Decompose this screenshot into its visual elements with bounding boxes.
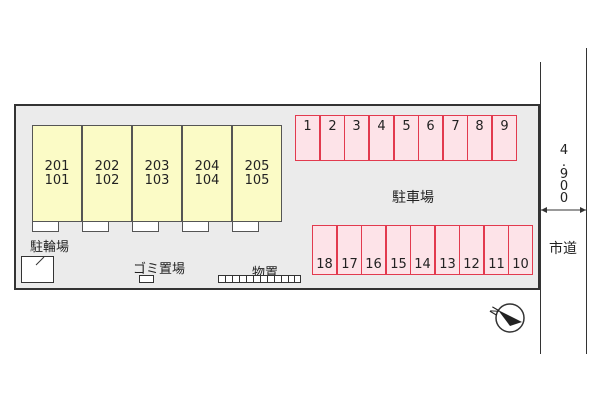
road-width-digit: 4	[559, 143, 569, 158]
parking-stall: 18	[312, 225, 337, 275]
unit-label-lower: 102	[94, 172, 120, 188]
road-width-label: 4 . 9 0 0	[558, 143, 570, 206]
unit-label-lower: 104	[194, 172, 220, 188]
unit-label-upper: 203	[144, 158, 170, 174]
unit-201-101: 201 101	[32, 125, 82, 222]
parking-stall: 5	[394, 115, 419, 161]
parking-stall: 4	[369, 115, 394, 161]
unit-label-lower: 101	[44, 172, 70, 188]
unit-label-upper: 201	[44, 158, 70, 174]
storage-sheds	[218, 275, 301, 283]
garbage-area-label: ゴミ置場	[133, 262, 186, 277]
road-width-digit: 9	[559, 167, 569, 182]
unit-label-lower: 103	[144, 172, 170, 188]
entrance-step	[182, 221, 209, 232]
parking-stall: 9	[492, 115, 517, 161]
parking-stall: 6	[418, 115, 443, 161]
unit-label-upper: 205	[244, 158, 270, 174]
parking-stall: 15	[386, 225, 411, 275]
unit-203-103: 203 103	[132, 125, 182, 222]
unit-label-upper: 202	[94, 158, 120, 174]
road-width-dimension	[541, 207, 586, 213]
parking-stall: 16	[361, 225, 386, 275]
entrance-step	[32, 221, 59, 232]
parking-lot-label: 駐車場	[392, 190, 434, 206]
city-road-label: 市道	[549, 241, 577, 257]
entrance-step	[132, 221, 159, 232]
road-width-digit: 0	[559, 179, 569, 194]
north-arrow-icon: N	[488, 303, 525, 333]
parking-stall: 7	[443, 115, 468, 161]
parking-stall: 12	[459, 225, 484, 275]
entrance-step	[82, 221, 109, 232]
unit-label-upper: 204	[194, 158, 220, 174]
unit-205-105: 205 105	[232, 125, 282, 222]
bicycle-parking-label: 駐輪場	[30, 240, 70, 255]
parking-stall: 1	[295, 115, 320, 161]
road-edge-right	[586, 48, 587, 354]
unit-202-102: 202 102	[82, 125, 132, 222]
parking-stall: 3	[344, 115, 369, 161]
parking-stall: 8	[467, 115, 492, 161]
bicycle-shed-diagonal	[35, 257, 45, 266]
unit-label-lower: 105	[244, 172, 270, 188]
road-width-digit: .	[561, 155, 567, 170]
parking-stall: 17	[337, 225, 362, 275]
road-edge-left	[540, 62, 541, 354]
parking-stall: 11	[484, 225, 509, 275]
parking-stall: 10	[508, 225, 533, 275]
unit-204-104: 204 104	[182, 125, 232, 222]
parking-stall: 13	[435, 225, 460, 275]
parking-stall: 14	[410, 225, 435, 275]
garbage-area-box	[139, 275, 154, 283]
bicycle-parking-shed	[21, 256, 54, 283]
road-width-digit: 0	[559, 191, 569, 206]
entrance-step	[232, 221, 259, 232]
parking-stall: 2	[320, 115, 345, 161]
